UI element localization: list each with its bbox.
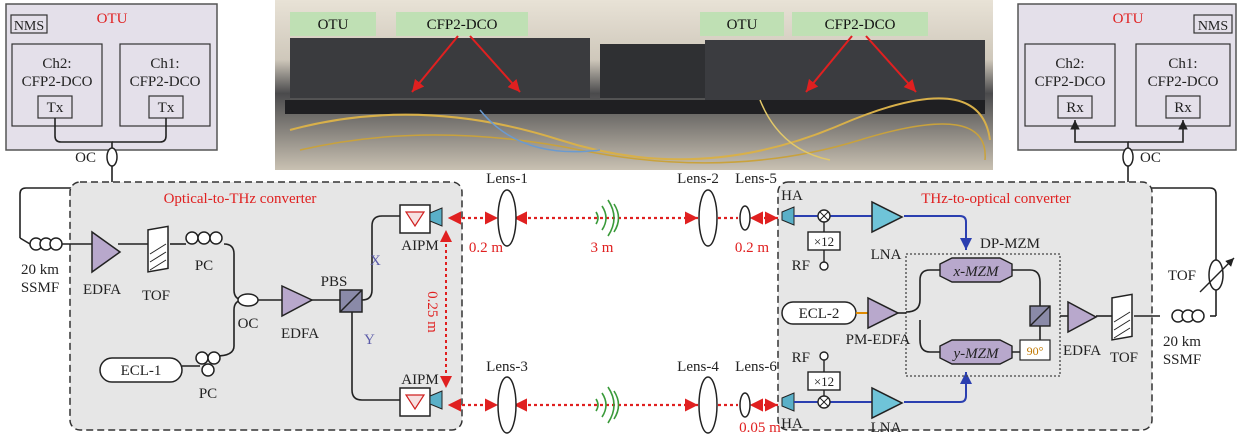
optical-to-thz-title: Optical-to-THz converter — [164, 191, 317, 207]
lens-4-label: Lens-4 — [677, 359, 719, 375]
rx-edfa-label: EDFA — [1063, 343, 1101, 359]
lna-top-label: LNA — [871, 247, 902, 263]
distance-mid-label: 3 m — [591, 240, 614, 256]
lab-photo: OTU CFP2-DCO OTU CFP2-DCO — [275, 0, 993, 170]
left-ch1-line1: Ch1: — [150, 56, 179, 72]
lna-bottom-label: LNA — [871, 420, 902, 436]
left-ch2-line1: Ch2: — [42, 56, 71, 72]
rf-top-label: RF — [792, 258, 810, 274]
lens-5-label: Lens-5 — [735, 171, 777, 187]
rf-source-top — [820, 262, 828, 270]
tx-pbs — [340, 290, 362, 312]
rf-source-bottom — [820, 352, 828, 360]
right-otu-box: OTU NMS Ch2: CFP2-DCO Rx Ch1: CFP2-DCO R… — [1018, 4, 1236, 150]
tx-x-label: X — [370, 253, 381, 269]
lens-1-label: Lens-1 — [486, 171, 528, 187]
right-ch1-line1: Ch1: — [1168, 56, 1197, 72]
lens-3 — [498, 377, 516, 433]
tx-pc-top-label: PC — [195, 258, 213, 274]
right-fiber-length: 20 km — [1163, 334, 1201, 350]
tx-tof — [148, 226, 168, 272]
left-ch2-line2: CFP2-DCO — [22, 74, 93, 90]
dp-mzm-label: DP-MZM — [980, 236, 1040, 252]
aipm-top-label: AIPM — [401, 238, 439, 254]
tunable-filter-icon — [1200, 258, 1234, 292]
lens-6 — [740, 393, 750, 417]
right-oc-label: OC — [1140, 150, 1161, 166]
right-oc-coupler — [1123, 148, 1133, 166]
left-fiber-length: 20 km — [21, 262, 59, 278]
lens-3-label: Lens-3 — [486, 359, 528, 375]
multiplier-top-label: ×12 — [814, 234, 834, 249]
distance-right-top-label: 0.2 m — [735, 240, 770, 256]
tx-edfa2-label: EDFA — [281, 326, 319, 342]
lens-6-label: Lens-6 — [735, 359, 777, 375]
photo-label-otu-right: OTU — [727, 17, 758, 33]
lens-4 — [699, 377, 717, 433]
rf-bottom-label: RF — [792, 350, 810, 366]
left-otu-title: OTU — [97, 11, 128, 27]
mixer-top — [818, 210, 830, 222]
right-otu-title: OTU — [1113, 11, 1144, 27]
tx-pc-top — [186, 232, 222, 244]
left-oc-label: OC — [75, 150, 96, 166]
ha-bottom-label: HA — [781, 416, 803, 432]
right-fiber-type: SSMF — [1163, 352, 1201, 368]
left-oc-coupler — [107, 148, 117, 166]
rx-tof-out-label: TOF — [1168, 268, 1196, 284]
thz-to-optical-title: THz-to-optical converter — [921, 191, 1071, 207]
tx-tof-label: TOF — [142, 288, 170, 304]
multiplier-bottom-label: ×12 — [814, 374, 834, 389]
distance-right-bottom-label: 0.05 m — [739, 420, 781, 436]
right-ch2-line2: CFP2-DCO — [1035, 74, 1106, 90]
tx-pbs-label: PBS — [321, 274, 348, 290]
left-ch2-tx: Tx — [47, 100, 64, 116]
right-nms-label: NMS — [1198, 19, 1228, 34]
x-mzm-label: x-MZM — [953, 264, 1000, 280]
ecl1-label: ECL-1 — [121, 363, 162, 379]
tx-oc-coupler — [238, 294, 258, 306]
rx-tof-label: TOF — [1110, 350, 1138, 366]
tx-edfa1-label: EDFA — [83, 282, 121, 298]
right-ch2-line1: Ch2: — [1055, 56, 1084, 72]
right-fiber-spool — [1172, 310, 1204, 322]
left-otu-box: OTU NMS Ch2: CFP2-DCO Tx Ch1: CFP2-DCO T… — [6, 4, 217, 150]
photo-label-otu-left: OTU — [318, 17, 349, 33]
lens-5 — [740, 206, 750, 230]
photo-label-cfp2-left: CFP2-DCO — [427, 17, 498, 33]
mixer-bottom — [818, 396, 830, 408]
aipm-bottom-label: AIPM — [401, 372, 439, 388]
right-ch1-line2: CFP2-DCO — [1148, 74, 1219, 90]
rx-tof — [1112, 294, 1132, 340]
left-nms-label: NMS — [14, 19, 44, 34]
pm-edfa-label: PM-EDFA — [846, 332, 911, 348]
tx-spacing-label: 0.25 m — [424, 291, 440, 333]
photo-label-cfp2-right: CFP2-DCO — [825, 17, 896, 33]
lens-2-label: Lens-2 — [677, 171, 719, 187]
left-fiber-spool — [30, 238, 62, 250]
right-ch2-rx: Rx — [1066, 100, 1084, 116]
phase-shifter-label: 90° — [1027, 344, 1044, 358]
lens-2 — [699, 190, 717, 246]
ecl2-label: ECL-2 — [799, 306, 840, 322]
y-mzm-label: y-MZM — [952, 346, 1000, 362]
left-ch1-tx: Tx — [158, 100, 175, 116]
tx-y-label: Y — [364, 332, 375, 348]
right-ch1-rx: Rx — [1174, 100, 1192, 116]
tx-oc-label: OC — [238, 316, 259, 332]
rx-pbc — [1030, 306, 1050, 326]
left-fiber-type: SSMF — [21, 280, 59, 296]
left-ch1-line2: CFP2-DCO — [130, 74, 201, 90]
ha-top-label: HA — [781, 188, 803, 204]
distance-left-label: 0.2 m — [469, 240, 504, 256]
tx-pc-bottom-label: PC — [199, 386, 217, 402]
lens-1 — [498, 190, 516, 246]
